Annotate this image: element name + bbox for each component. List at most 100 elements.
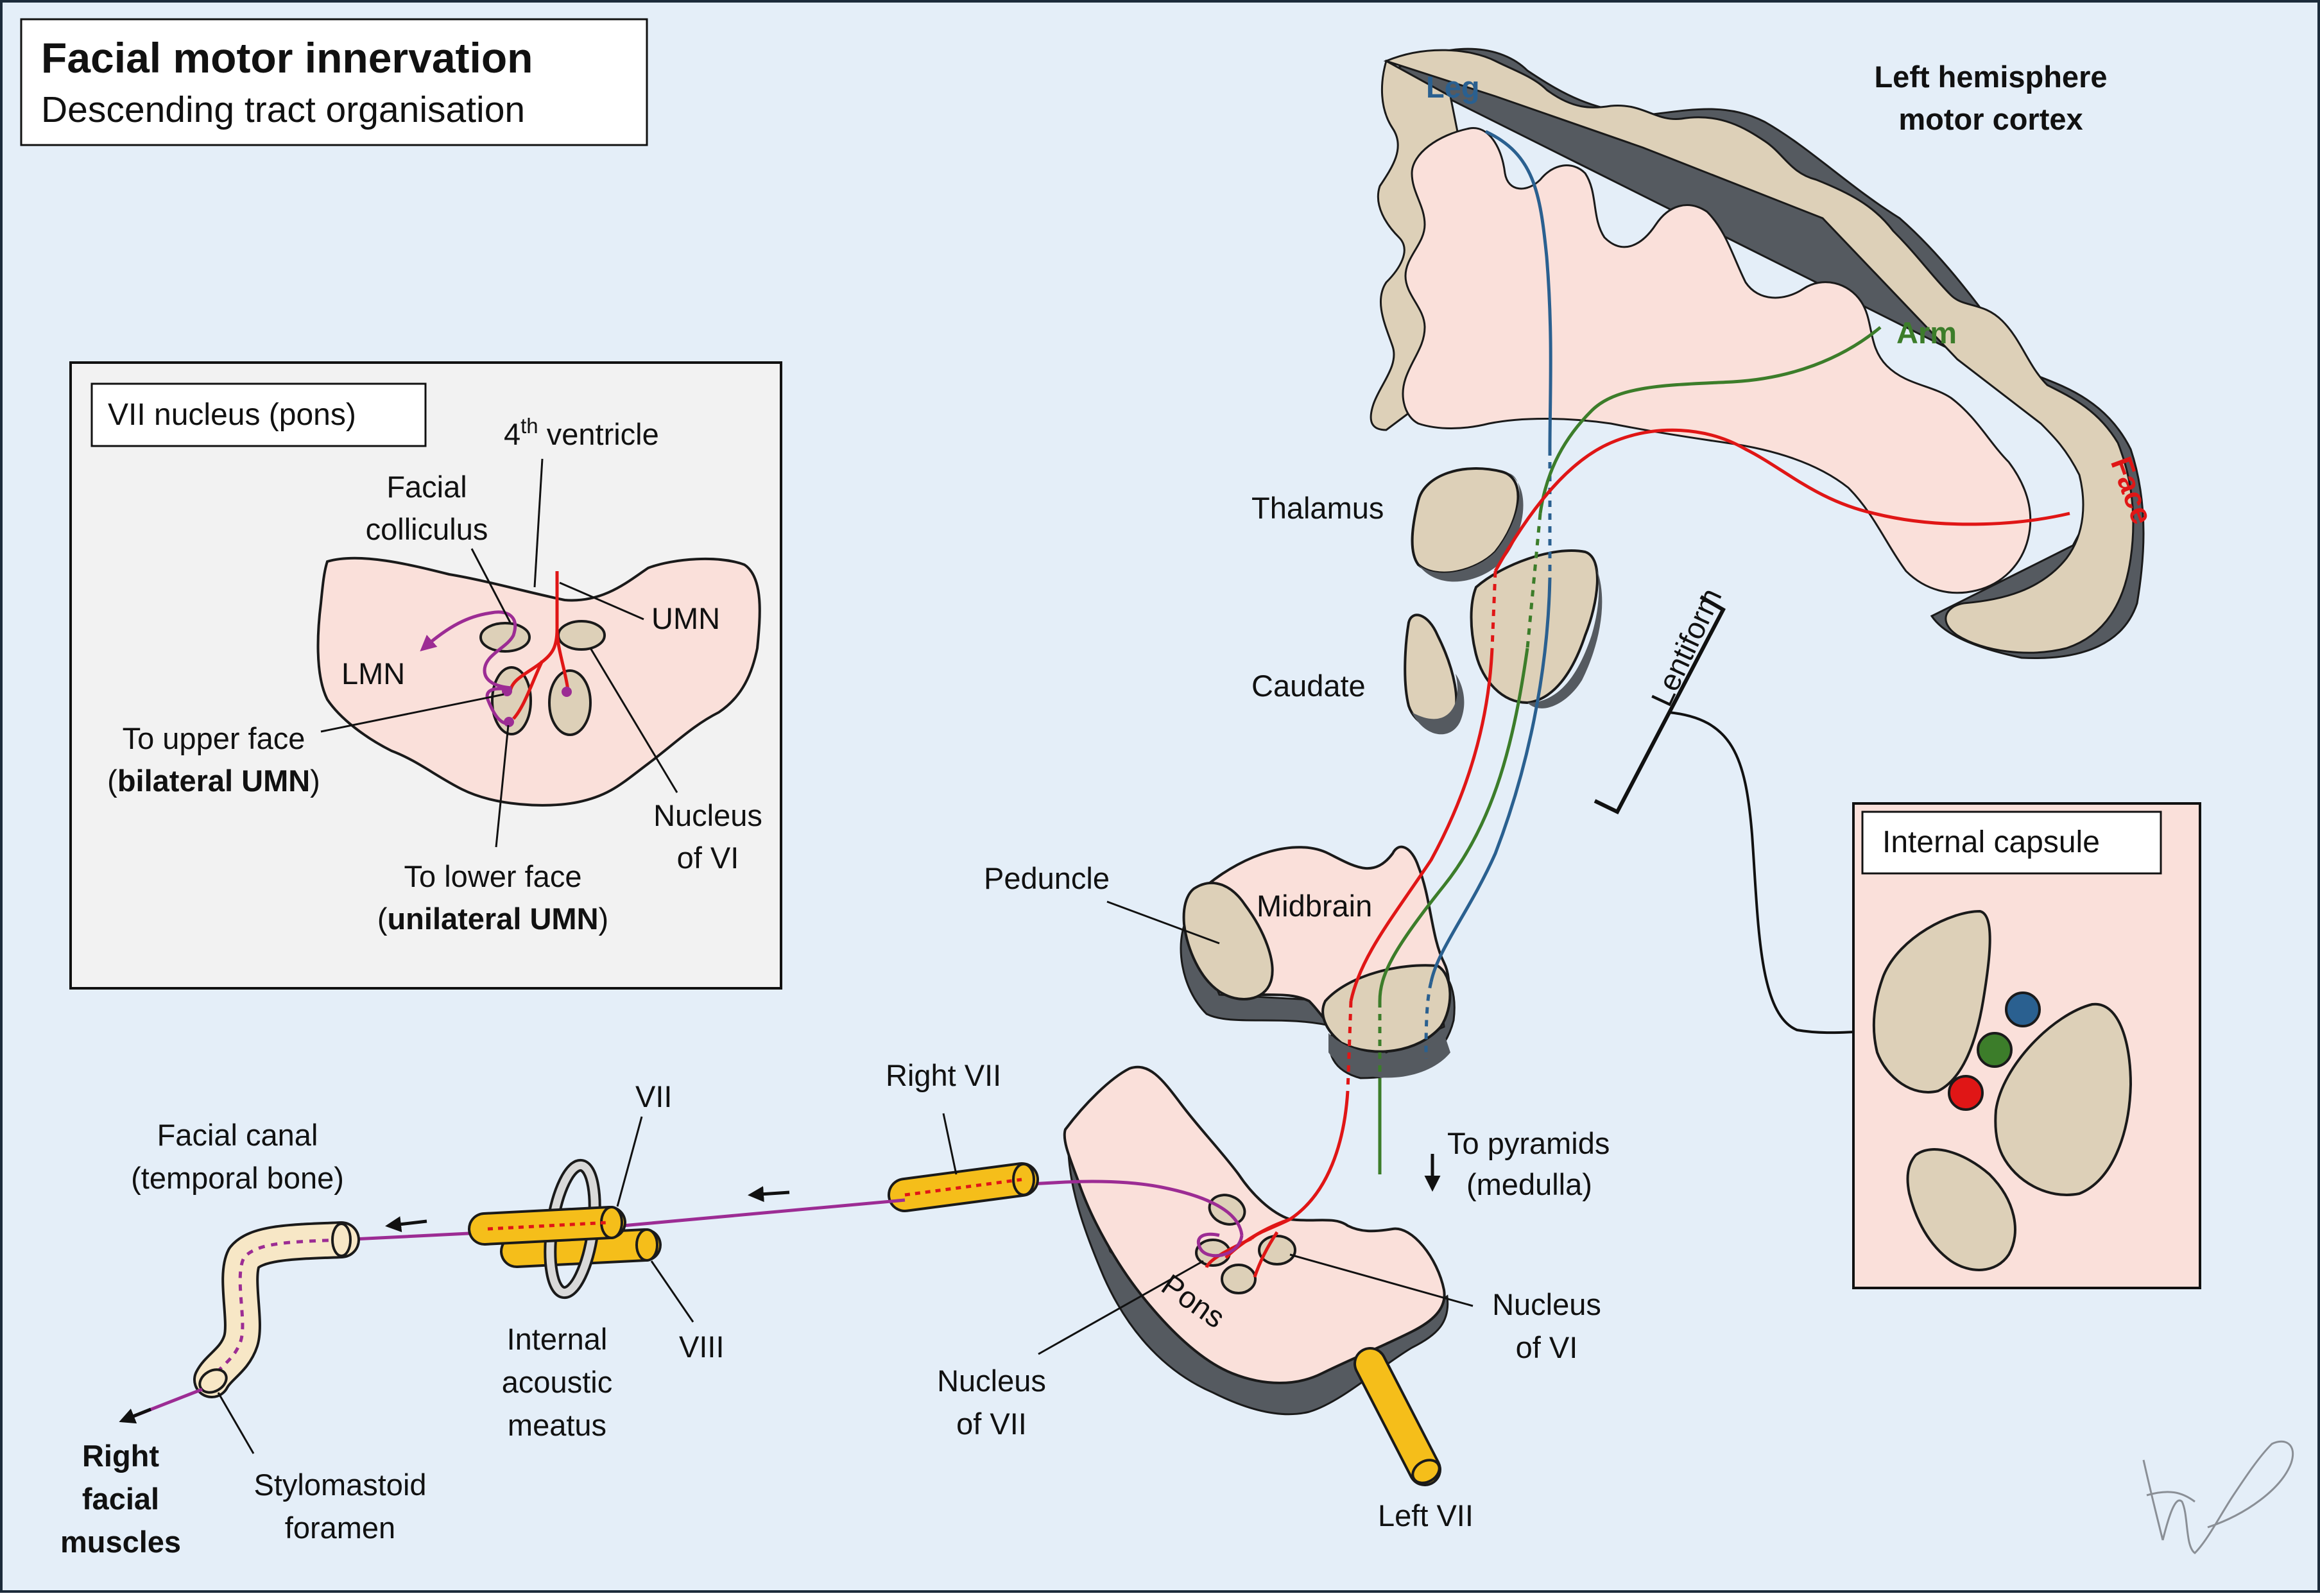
to-pyramids-line1: To pyramids (1447, 1126, 1610, 1160)
leg-tract (1484, 130, 1552, 450)
inset-nucleus-vi-line1: Nucleus (653, 798, 762, 832)
capsule-leg-dot (2005, 991, 2041, 1027)
capsule-thalamus (1872, 909, 1991, 1094)
inset-vii-title: VII nucleus (pons) (108, 398, 356, 432)
foramen-label-line2: foramen (285, 1511, 395, 1545)
muscles-label-line2: facial (82, 1482, 159, 1516)
midbrain-base-shadow (1328, 1033, 1450, 1078)
midbrain-label: Midbrain (1257, 889, 1372, 923)
inset-lmn-label: LMN (341, 656, 405, 691)
left-vii-nerve-end (1411, 1459, 1441, 1484)
basal-structures: Thalamus Caudate Lentiform (1251, 467, 1855, 1034)
inset-nucleus-vi-pointer (589, 648, 678, 793)
inset-upper-face-line1: To upper face (123, 721, 305, 755)
cortex-arm-label: Arm (1896, 316, 1957, 350)
inset-nucleus-vii (491, 666, 532, 735)
muscles-label-line3: muscles (60, 1525, 181, 1559)
diagram-subtitle: Descending tract organisation (41, 89, 525, 130)
thalamus (1411, 467, 1520, 574)
pons-nucleus-vii-label-line2: of VII (956, 1407, 1027, 1441)
peduncle (1182, 882, 1274, 1000)
left-vii-label: Left VII (1378, 1498, 1474, 1532)
signature (2142, 1440, 2294, 1554)
diagram-title: Facial motor innervation (41, 34, 533, 82)
cortex-grey-matter (1370, 49, 2135, 654)
capsule-lentiform (1994, 1002, 2133, 1196)
peduncle-label: Peduncle (984, 861, 1110, 895)
inset-vii-nucleus: VII nucleus (pons) 4th ventricle Facial … (69, 361, 782, 990)
viii-label: VIII (679, 1330, 725, 1364)
direction-arrow-1 (748, 1186, 790, 1203)
pons-nucleus-vi-label-line2: of VI (1516, 1330, 1578, 1364)
face-tract (1493, 428, 2070, 572)
foramen-label-line1: Stylomastoid (253, 1468, 426, 1502)
descending-tracts (1029, 130, 2070, 1278)
inset-nucleus-vi (548, 669, 592, 736)
inset-lower-face-line1: To lower face (404, 859, 582, 893)
inset-lower-face-line2: (unilateral UMN) (377, 902, 608, 936)
motor-cortex: Left hemisphere motor cortex Leg Arm Fac… (1370, 47, 2160, 660)
inset-umn-pointer (559, 581, 644, 621)
viii-pointer (650, 1260, 694, 1323)
capsule-face-dot (1948, 1075, 1984, 1111)
pons-shadow (1067, 1132, 1449, 1416)
lentiform-bracket (1594, 595, 1726, 814)
pons-nucleus-vi-pointer (1289, 1253, 1474, 1307)
thalamus-label: Thalamus (1251, 491, 1384, 525)
inset-lmn-tract (420, 610, 517, 690)
iam-label-line2: acoustic (502, 1365, 612, 1399)
cortex-heading-line1: Left hemisphere (1874, 60, 2107, 94)
inset-upper-face-line2: (bilateral UMN) (107, 764, 320, 798)
right-facial-nerve-path: Right VII VII VIII Internal acoustic mea… (60, 1058, 1039, 1559)
peduncle-pointer (1106, 900, 1220, 945)
pons-nucleus-vii-pointer (1038, 1260, 1204, 1355)
vii-pointer (616, 1116, 643, 1207)
pons-nucleus-vii-label-line1: Nucleus (937, 1364, 1046, 1398)
right-vii-label: Right VII (886, 1058, 1001, 1092)
pons-group: Pons Left VII Nucleus of VI Nucleus of V… (937, 1065, 1610, 1532)
cortex-leg-label: Leg (1426, 70, 1480, 104)
inset-nucleus-vi-upper (557, 620, 606, 651)
caudate-shadow (1412, 674, 1465, 735)
capsule-caudate (1906, 1148, 2016, 1271)
capsule-connector (1668, 711, 1855, 1034)
arm-tract (1538, 326, 1882, 514)
inset-fourth-ventricle-label: 4th ventricle (504, 414, 659, 451)
inset-lower-face-pointer (495, 725, 510, 848)
foramen-pointer (217, 1392, 255, 1454)
inset-facial-colliculus (479, 622, 531, 653)
title-box: Facial motor innervation Descending trac… (20, 18, 648, 146)
inset-facial-colliculus-line1: Facial (386, 470, 467, 504)
facial-canal-label-line2: (temporal bone) (131, 1161, 344, 1195)
capsule-arm-dot (1977, 1032, 2013, 1068)
inset-capsule-title: Internal capsule (1882, 825, 2100, 859)
vii-label: VII (635, 1079, 672, 1113)
pons-nucleus-vi-label-line1: Nucleus (1492, 1287, 1601, 1321)
thalamus-shadow (1418, 473, 1524, 582)
inset-upper-face-pointer (320, 693, 504, 733)
iam-label-line1: Internal (507, 1322, 608, 1356)
cortex-white-matter (1402, 127, 2032, 594)
pons-nucleus-vi (1258, 1235, 1296, 1266)
caudate-label: Caudate (1251, 669, 1366, 703)
facial-canal-label-line1: Facial canal (157, 1118, 318, 1152)
right-vii-pointer (942, 1113, 958, 1175)
inset-pons-section (316, 556, 761, 807)
inset-umn-label: UMN (651, 601, 720, 635)
inset-nucleus-vi-line2: of VI (677, 841, 739, 875)
direction-arrow-2 (385, 1216, 427, 1233)
inset-fourth-ventricle-pointer (533, 458, 544, 588)
muscles-label-line1: Right (82, 1439, 159, 1473)
lmn-tract-pons (1029, 1180, 1244, 1236)
inset-internal-capsule: Internal capsule (1852, 802, 2201, 1289)
lentiform (1470, 549, 1599, 705)
inset-facial-colliculus-pointer (470, 548, 511, 623)
lentiform-shadow (1527, 558, 1603, 708)
pons-nucleus-lower (1221, 1264, 1257, 1294)
direction-arrow-3 (119, 1407, 151, 1424)
iam-label-line3: meatus (508, 1408, 606, 1442)
inset-facial-colliculus-line2: colliculus (366, 512, 488, 546)
to-pyramids-line2: (medulla) (1466, 1167, 1592, 1201)
